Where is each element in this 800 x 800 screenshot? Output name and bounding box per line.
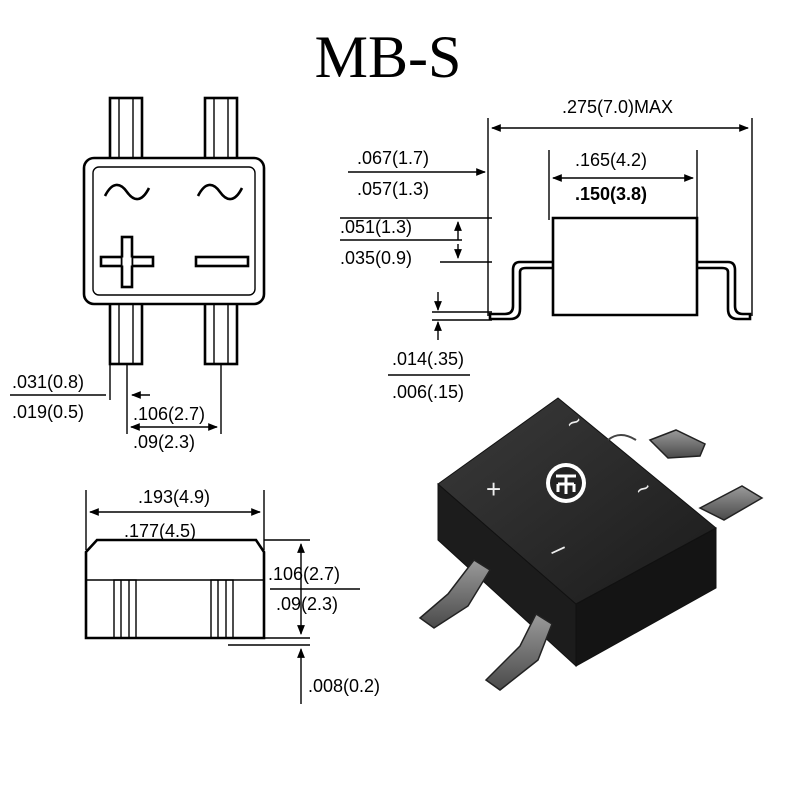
height-max-label: .106(2.7) [268, 564, 340, 584]
photo-plus-mark: + [486, 474, 501, 504]
side-view-lead-right [697, 260, 752, 321]
photo-lead-front-right [484, 612, 553, 691]
top-view-body-outline [82, 156, 266, 306]
minus-terminal-icon [194, 255, 250, 268]
height-min-label: .09(2.3) [276, 594, 338, 614]
side-view-bottom: .193(4.9) .177(4.5) .106(2.7) .09(2.3) .… [84, 487, 380, 704]
photo-chamfer-notch [607, 434, 637, 441]
length-max-label: .193(4.9) [138, 487, 210, 507]
plus-terminal-icon [99, 235, 155, 289]
standoff-min-label: .035(0.9) [340, 248, 412, 268]
photo-body-top-face [437, 397, 717, 605]
side-view-bottom-lead-left [113, 579, 137, 639]
top-view-body-inner [92, 166, 256, 296]
side-view-bottom-lead-right [210, 579, 234, 639]
ac-symbol-left-icon [103, 183, 151, 201]
manufacturer-logo [546, 463, 586, 503]
pin-width-min-label: .019(0.5) [12, 402, 84, 422]
top-view-pin-lower-left [108, 298, 144, 366]
body-width-min-label: .150(3.8) [575, 184, 647, 204]
top-view-dimensions: .031(0.8) .019(0.5) .106(2.7) .09(2.3) [10, 364, 222, 452]
side-view-body [551, 216, 699, 317]
lead-length-min-label: .057(1.3) [357, 179, 429, 199]
overall-width-label: .275(7.0)MAX [562, 97, 673, 117]
body-width-max-label: .165(4.2) [575, 150, 647, 170]
ac-symbol-right-icon [196, 183, 244, 201]
package-photo: + – ~ ~ [418, 397, 764, 691]
side-view-right: .275(7.0)MAX .165(4.2) .150(3.8) .067(1.… [340, 97, 753, 402]
lead-thickness-min-label: .006(.15) [392, 382, 464, 402]
photo-lead-back-upper [648, 429, 706, 459]
length-min-label: .177(4.5) [124, 521, 196, 541]
top-view-pin-upper-left [108, 96, 144, 162]
offset-label: .008(0.2) [308, 676, 380, 696]
pin-width-max-label: .031(0.8) [12, 372, 84, 392]
photo-lead-front-left [418, 559, 492, 629]
side-view-lead-left [488, 260, 553, 321]
lead-thickness-max-label: .014(.35) [392, 349, 464, 369]
standoff-max-label: .051(1.3) [340, 217, 412, 237]
pin-pitch-max-label: .106(2.7) [133, 404, 205, 424]
top-view: .031(0.8) .019(0.5) .106(2.7) .09(2.3) [10, 96, 266, 452]
side-view-bottom-body [84, 538, 266, 640]
package-title: MB-S [315, 24, 462, 90]
lead-length-max-label: .067(1.7) [357, 148, 429, 168]
photo-lead-back-lower [698, 485, 764, 521]
top-view-pin-lower-right [203, 298, 239, 366]
pin-pitch-min-label: .09(2.3) [133, 432, 195, 452]
top-view-pin-upper-right [203, 96, 239, 162]
